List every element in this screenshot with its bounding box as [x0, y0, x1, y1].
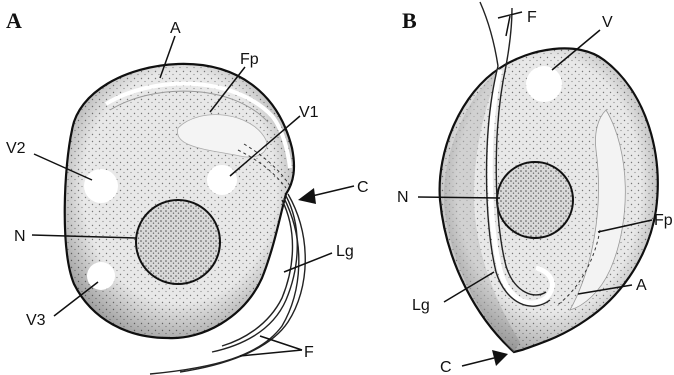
label-b-fp: Fp [654, 212, 673, 229]
panel-b-nucleus [497, 162, 573, 238]
label-b-a: A [636, 277, 647, 294]
label-b-lg: Lg [412, 297, 430, 314]
panel-b-vacuole [526, 66, 562, 102]
label-b-n: N [397, 189, 409, 206]
panel-a-letter: A [6, 8, 22, 33]
panel-a-vacuole-v2 [84, 169, 118, 203]
arrow-b-c-head [492, 350, 508, 366]
panel-b-letter: B [402, 8, 417, 33]
panel-a-vacuole-v3 [87, 262, 115, 290]
panel-b: B F V N Fp A Lg C [397, 2, 673, 375]
panel-a-nucleus [136, 200, 220, 284]
label-b-f: F [527, 9, 537, 26]
label-a-n: N [14, 228, 26, 245]
label-b-c: C [440, 359, 452, 375]
panel-a-vacuole-v1 [207, 165, 237, 195]
arrow-a-c-head [298, 188, 316, 204]
leader-b-f-tick [506, 16, 510, 36]
label-a-f: F [304, 344, 314, 361]
leader-b-n [418, 197, 500, 198]
panel-b-flagellum-2 [506, 8, 512, 66]
label-a-c: C [357, 179, 369, 196]
arrow-a-c-shaft [312, 186, 354, 196]
label-a-lg: Lg [336, 243, 354, 260]
label-a-v1: V1 [299, 104, 319, 121]
label-a-fp: Fp [240, 51, 259, 68]
arrow-b-c-shaft [462, 358, 494, 366]
label-a-v2: V2 [6, 140, 26, 157]
label-b-v: V [602, 14, 613, 31]
label-a-v3: V3 [26, 312, 46, 329]
label-a-a: A [170, 20, 181, 37]
panel-b-flagellum-1 [480, 2, 498, 66]
panel-a: A A Fp [6, 8, 369, 374]
